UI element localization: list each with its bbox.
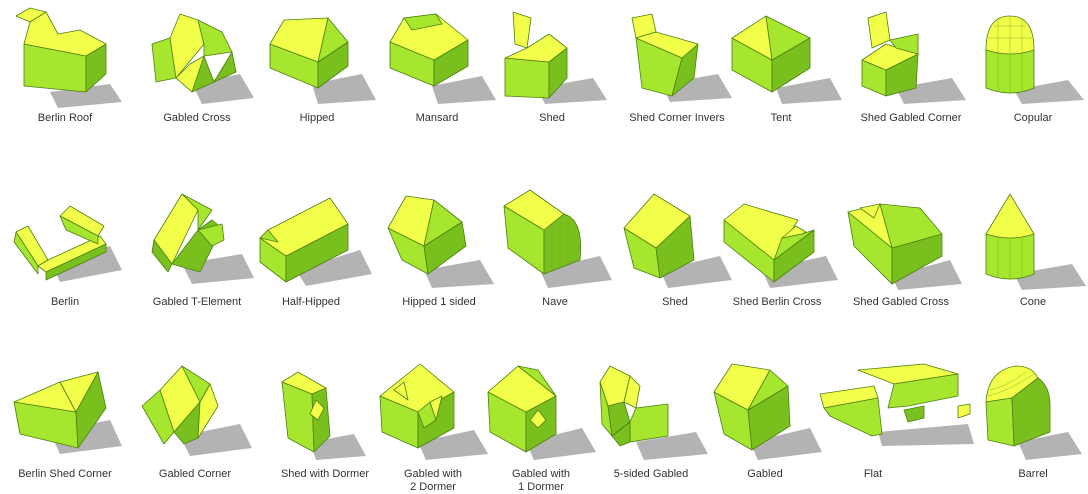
shed-gabled-cross-icon xyxy=(846,190,956,290)
shed-berlin-cross-icon xyxy=(722,190,832,290)
gabled-with-1-dormer-icon xyxy=(486,362,596,462)
roof-cell: Berlin Shed Corner xyxy=(10,362,120,482)
roof-cell: Gabled xyxy=(710,362,820,482)
roof-cell: Mansard xyxy=(382,4,492,124)
roof-label: Gabled Corner xyxy=(130,468,260,481)
roof-label: Gabled T-Element xyxy=(132,296,262,309)
roof-cell: Nave xyxy=(500,190,610,310)
roof-cell: Half-Hipped xyxy=(256,190,366,310)
roof-label: Tent xyxy=(716,112,846,125)
shed-with-dormer-icon xyxy=(270,362,380,462)
roof-cell: Cone xyxy=(978,190,1088,310)
roof-cell: Shed Gabled Corner xyxy=(856,4,966,124)
roof-cell: Hipped xyxy=(262,4,372,124)
copular-icon xyxy=(978,4,1088,104)
roof-label: Half-Hipped xyxy=(246,296,376,309)
berlin-shed-corner-icon xyxy=(10,362,120,462)
roof-cell: Copular xyxy=(978,4,1088,124)
gabled-with-2-dormer-icon xyxy=(378,362,488,462)
roof-cell: Gabled Cross xyxy=(142,4,252,124)
gabled-icon xyxy=(710,362,820,462)
roof-cell: Shed with Dormer xyxy=(270,362,380,482)
roof-cell: Barrel xyxy=(978,362,1088,482)
roof-cell: Shed xyxy=(620,190,730,310)
roof-label: Nave xyxy=(490,296,620,309)
roof-label: Flat xyxy=(808,468,938,481)
flat-icon xyxy=(818,362,928,462)
roof-label: Cone xyxy=(968,296,1088,309)
roof-label: Barrel xyxy=(968,468,1088,481)
hipped-1-sided-icon xyxy=(384,190,494,290)
roof-label: Shed Gabled Cross xyxy=(836,296,966,309)
shed-icon xyxy=(497,4,607,104)
roof-cell: Shed Corner Invers xyxy=(622,4,732,124)
roof-cell: Flat xyxy=(818,362,928,482)
roof-label: Shed Gabled Corner xyxy=(846,112,976,125)
half-hipped-icon xyxy=(256,190,366,290)
roof-label: 5-sided Gabled xyxy=(586,468,716,481)
nave-icon xyxy=(500,190,610,290)
roof-cell: Berlin xyxy=(10,190,120,310)
cone-icon xyxy=(978,190,1088,290)
roof-label: Mansard xyxy=(372,112,502,125)
roof-label: Hipped 1 sided xyxy=(374,296,504,309)
berlin-roof-icon xyxy=(10,4,120,104)
roof-label: Shed xyxy=(487,112,617,125)
roof-cell: Gabled Corner xyxy=(140,362,250,482)
shed-icon xyxy=(620,190,730,290)
roof-label: Shed Berlin Cross xyxy=(712,296,842,309)
hipped-icon xyxy=(262,4,372,104)
roof-label: Hipped xyxy=(252,112,382,125)
mansard-icon xyxy=(382,4,492,104)
barrel-icon xyxy=(978,362,1088,462)
roof-cell: Shed xyxy=(497,4,607,124)
gabled-cross-icon xyxy=(142,4,252,104)
roof-cell: Gabled T-Element xyxy=(142,190,252,310)
roof-label: Berlin xyxy=(0,296,130,309)
roof-cell: Shed Gabled Cross xyxy=(846,190,956,310)
shed-gabled-corner-icon xyxy=(856,4,966,104)
berlin-icon xyxy=(10,190,120,290)
roof-cell: 5-sided Gabled xyxy=(596,362,706,482)
roof-cell: Berlin Roof xyxy=(10,4,120,124)
tent-icon xyxy=(726,4,836,104)
roof-cell: Shed Berlin Cross xyxy=(722,190,832,310)
gabled-corner-icon xyxy=(140,362,250,462)
roof-label: Gabled Cross xyxy=(132,112,262,125)
gabled-t-element-icon xyxy=(142,190,252,290)
5-sided-gabled-icon xyxy=(596,362,706,462)
shed-corner-invers-icon xyxy=(622,4,732,104)
roof-label: Copular xyxy=(968,112,1088,125)
roof-cell: Hipped 1 sided xyxy=(384,190,494,310)
roof-cell: Tent xyxy=(726,4,836,124)
roof-label: Berlin Shed Corner xyxy=(0,468,130,481)
roof-label: Berlin Roof xyxy=(0,112,130,125)
